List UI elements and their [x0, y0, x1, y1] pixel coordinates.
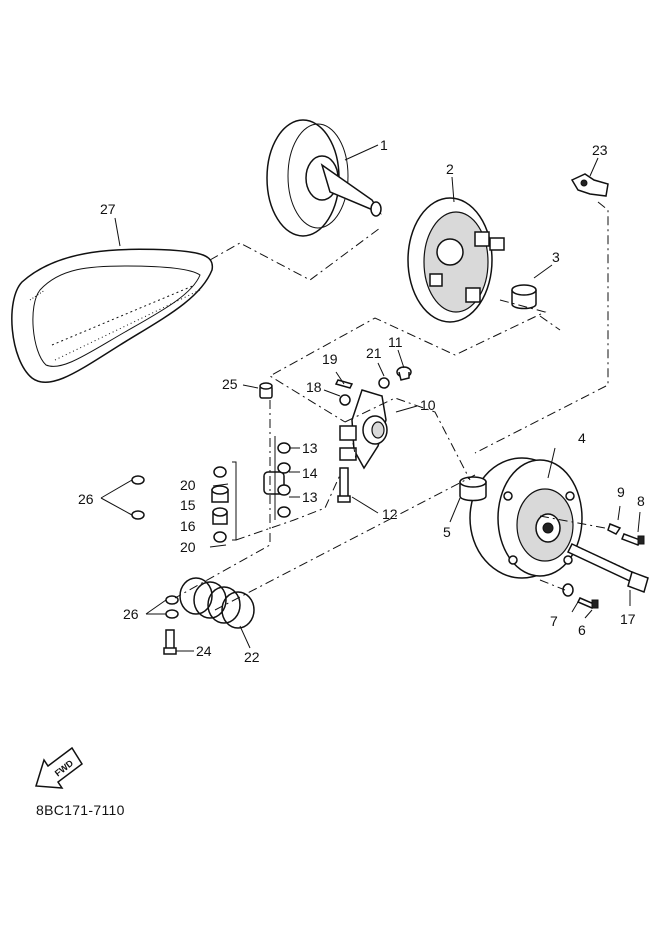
- callout-15: 15: [180, 497, 196, 513]
- callout-16: 16: [180, 518, 196, 534]
- callout-12: 12: [382, 506, 398, 522]
- bolt-part-24: [163, 629, 177, 655]
- bushing-part-20b: [213, 531, 227, 543]
- bushing-part-20a: [213, 466, 227, 478]
- nut-part-25: [259, 382, 273, 399]
- callout-10: 10: [420, 397, 436, 413]
- primary-fixed-sheave-part: [266, 119, 382, 237]
- compression-spring-part: [179, 577, 255, 629]
- fwd-arrow-icon: FWD: [35, 746, 84, 789]
- spider-cap-part: [469, 457, 583, 579]
- callout-3: 3: [552, 249, 560, 265]
- callout-1: 1: [380, 137, 388, 153]
- callout-26a: 26: [78, 491, 94, 507]
- washer-part-9: [607, 523, 622, 535]
- callout-20a: 20: [180, 477, 196, 493]
- washer-part-7: [562, 583, 574, 597]
- bushing-part-15: [211, 485, 229, 503]
- callout-26b: 26: [123, 606, 139, 622]
- callout-6: 6: [578, 622, 586, 638]
- primary-sliding-sheave-part: [407, 197, 505, 323]
- small-bolt-part-6: [576, 597, 599, 609]
- callout-18: 18: [306, 379, 322, 395]
- weight-assembly-part-14: [263, 425, 357, 518]
- bolt-part-12: [337, 467, 351, 503]
- roller-part-16: [212, 507, 228, 525]
- weight-pin-part-11: [396, 366, 412, 381]
- callout-20b: 20: [180, 539, 196, 555]
- callout-13a: 13: [302, 440, 318, 456]
- callout-11: 11: [388, 334, 403, 350]
- washer-part-18: [339, 394, 351, 406]
- callout-21: 21: [366, 345, 382, 361]
- callout-8: 8: [637, 493, 645, 509]
- bolt-part-8: [621, 533, 645, 546]
- slider-part-5: [459, 476, 487, 502]
- callout-14: 14: [302, 465, 318, 481]
- callout-27: 27: [100, 201, 116, 217]
- callout-9: 9: [617, 484, 625, 500]
- v-belt-part: [11, 248, 214, 384]
- long-bolt-part: [566, 543, 649, 593]
- callout-13b: 13: [302, 489, 318, 505]
- callout-4: 4: [578, 430, 586, 446]
- callout-24: 24: [196, 643, 212, 659]
- leader-lines: [100, 144, 641, 652]
- drawing-code: 8BC171-7110: [36, 802, 125, 818]
- washers-part-26b: [165, 595, 179, 619]
- washer-part-21: [378, 377, 390, 389]
- callout-22: 22: [244, 649, 260, 665]
- callout-5: 5: [443, 524, 451, 540]
- spider-part: [351, 389, 388, 470]
- washers-part-26a: [131, 475, 145, 520]
- callout-23: 23: [592, 142, 608, 158]
- bracket-part: [570, 173, 609, 197]
- callout-25: 25: [222, 376, 238, 392]
- callout-numbers: 1 2 3 4 5 6 7 8 9 10 11 12 13 14 13 15 1…: [78, 137, 645, 665]
- callout-7: 7: [550, 613, 558, 629]
- callout-17: 17: [620, 611, 636, 627]
- callout-19: 19: [322, 351, 338, 367]
- slider-part-3: [511, 284, 537, 310]
- assembly-lines: [174, 201, 609, 611]
- callout-2: 2: [446, 161, 454, 177]
